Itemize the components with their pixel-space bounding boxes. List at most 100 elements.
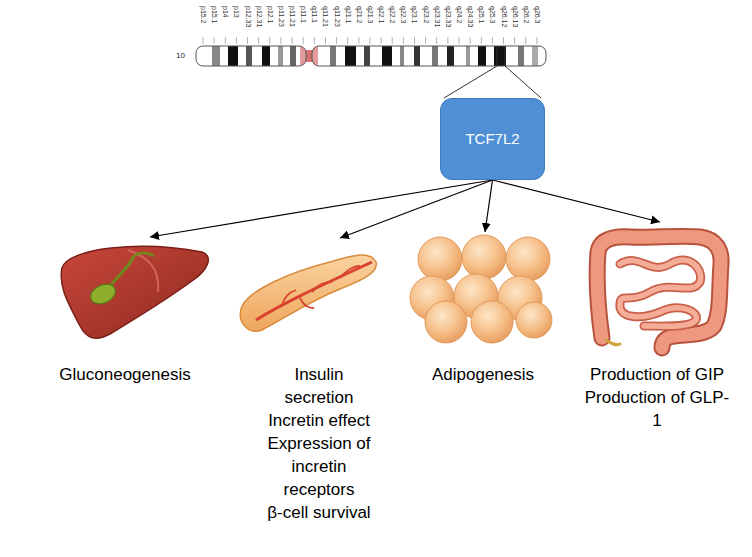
band-label: q25.3: [488, 6, 496, 24]
band-label: p12.1: [266, 6, 274, 24]
band-tick: [280, 37, 281, 44]
band-tick: [358, 37, 359, 44]
gene-name: TCF7L2: [465, 130, 519, 148]
band-tick: [236, 37, 237, 44]
band-label: q22.1: [377, 6, 385, 24]
band-tick: [403, 37, 404, 44]
chromosome-band: [432, 44, 438, 68]
band-tick: [269, 37, 270, 44]
chromosome-ideogram: [190, 37, 550, 70]
liver-shape: [61, 246, 208, 338]
appendix: [606, 340, 620, 345]
small-intestine: [620, 260, 701, 326]
band-tick: [414, 37, 415, 44]
band-tick: [481, 37, 482, 44]
band-label: p11.1: [299, 6, 307, 23]
chromosome-band: [382, 44, 392, 68]
gene-box: TCF7L2: [440, 98, 545, 180]
function-label: Expression of incretin receptors: [258, 432, 380, 501]
arrow-connector: [340, 180, 493, 238]
band-tick: [247, 37, 248, 44]
band-tick: [436, 37, 437, 44]
organ-node: Adipogenesis: [413, 232, 553, 386]
gallbladder: [87, 280, 118, 307]
locus-mark: [497, 46, 498, 66]
band-tick: [536, 37, 537, 44]
q-arm-outline: [312, 46, 546, 66]
band-label: p15.1: [210, 6, 218, 24]
chromosome-band: [278, 44, 283, 68]
organ-node: Production of GIPProduction of GLP-1: [584, 222, 730, 432]
function-label: Insulin secretion: [258, 363, 380, 409]
band-tick: [425, 37, 426, 44]
chromosome-bands: [190, 40, 550, 70]
locus-leader: [444, 66, 497, 98]
band-tick: [225, 37, 226, 44]
locus-mark: [505, 46, 506, 66]
band-tick: [470, 37, 471, 44]
chromosome-band: [228, 44, 238, 68]
band-tick: [492, 37, 493, 44]
band-label: q23.2: [422, 6, 430, 24]
fat-cell: [462, 235, 506, 279]
fat-cell: [425, 301, 467, 343]
chromosome-band: [532, 44, 538, 68]
chromosome-band: [306, 44, 312, 68]
band-tick: [503, 37, 504, 44]
chromosome-band: [478, 44, 486, 68]
band-tick: [347, 37, 348, 44]
band-tick: [336, 37, 337, 44]
band-label: p11.23: [277, 6, 285, 27]
chromosome-band: [246, 44, 252, 68]
band-label: q21.2: [355, 6, 363, 24]
pancreatic-vessel: [312, 282, 332, 292]
band-label: q21.3: [366, 6, 374, 24]
chromosome-number: 10: [176, 51, 185, 61]
fat-cell: [506, 237, 550, 281]
band-tick: [525, 37, 526, 44]
band-ticks: [203, 37, 537, 44]
chromosome-band: [400, 44, 404, 68]
chromosome-band: [447, 44, 454, 68]
function-label: Adipogenesis: [432, 363, 534, 386]
chromosome-band: [345, 44, 356, 68]
chromosome-band: [364, 44, 370, 68]
band-label: q11.23: [333, 6, 341, 27]
bile-duct: [134, 253, 154, 256]
function-label: Production of GLP-1: [584, 386, 730, 432]
function-label: β-cell survival: [267, 501, 370, 524]
chromosome-band: [494, 44, 506, 68]
adipose-illustration: [410, 235, 552, 343]
band-label: q25.1: [477, 6, 485, 24]
band-label: q22.2: [388, 6, 396, 24]
band-label: p11.21: [288, 6, 296, 27]
pancreatic-vessel: [282, 290, 296, 306]
band-tick: [369, 37, 370, 44]
function-label: Production of GIP: [590, 363, 724, 386]
band-label: q24.2: [455, 6, 463, 24]
chromosome-ground: [190, 40, 550, 70]
band-label: p12.33: [244, 6, 252, 27]
colon: [597, 236, 721, 348]
band-label: q11.21: [321, 6, 329, 27]
band-tick: [392, 37, 393, 44]
band-label: p12.31: [255, 6, 263, 27]
band-label: q23.33: [444, 6, 452, 27]
band-label: q22.3: [399, 6, 407, 24]
pancreatic-vessel: [256, 262, 372, 320]
organ-node: Gluconeogenesis: [25, 237, 225, 386]
band-label: q11.1: [310, 6, 318, 23]
band-label: p14: [221, 6, 229, 18]
band-tick: [258, 37, 259, 44]
band-tick: [203, 37, 204, 44]
chromosome-band: [518, 44, 524, 68]
function-label: Incretin effect: [268, 409, 370, 432]
band-tick: [325, 37, 326, 44]
band-tick: [447, 37, 448, 44]
pancreatic-vessel: [300, 298, 314, 308]
p-arm-outline: [196, 46, 306, 66]
